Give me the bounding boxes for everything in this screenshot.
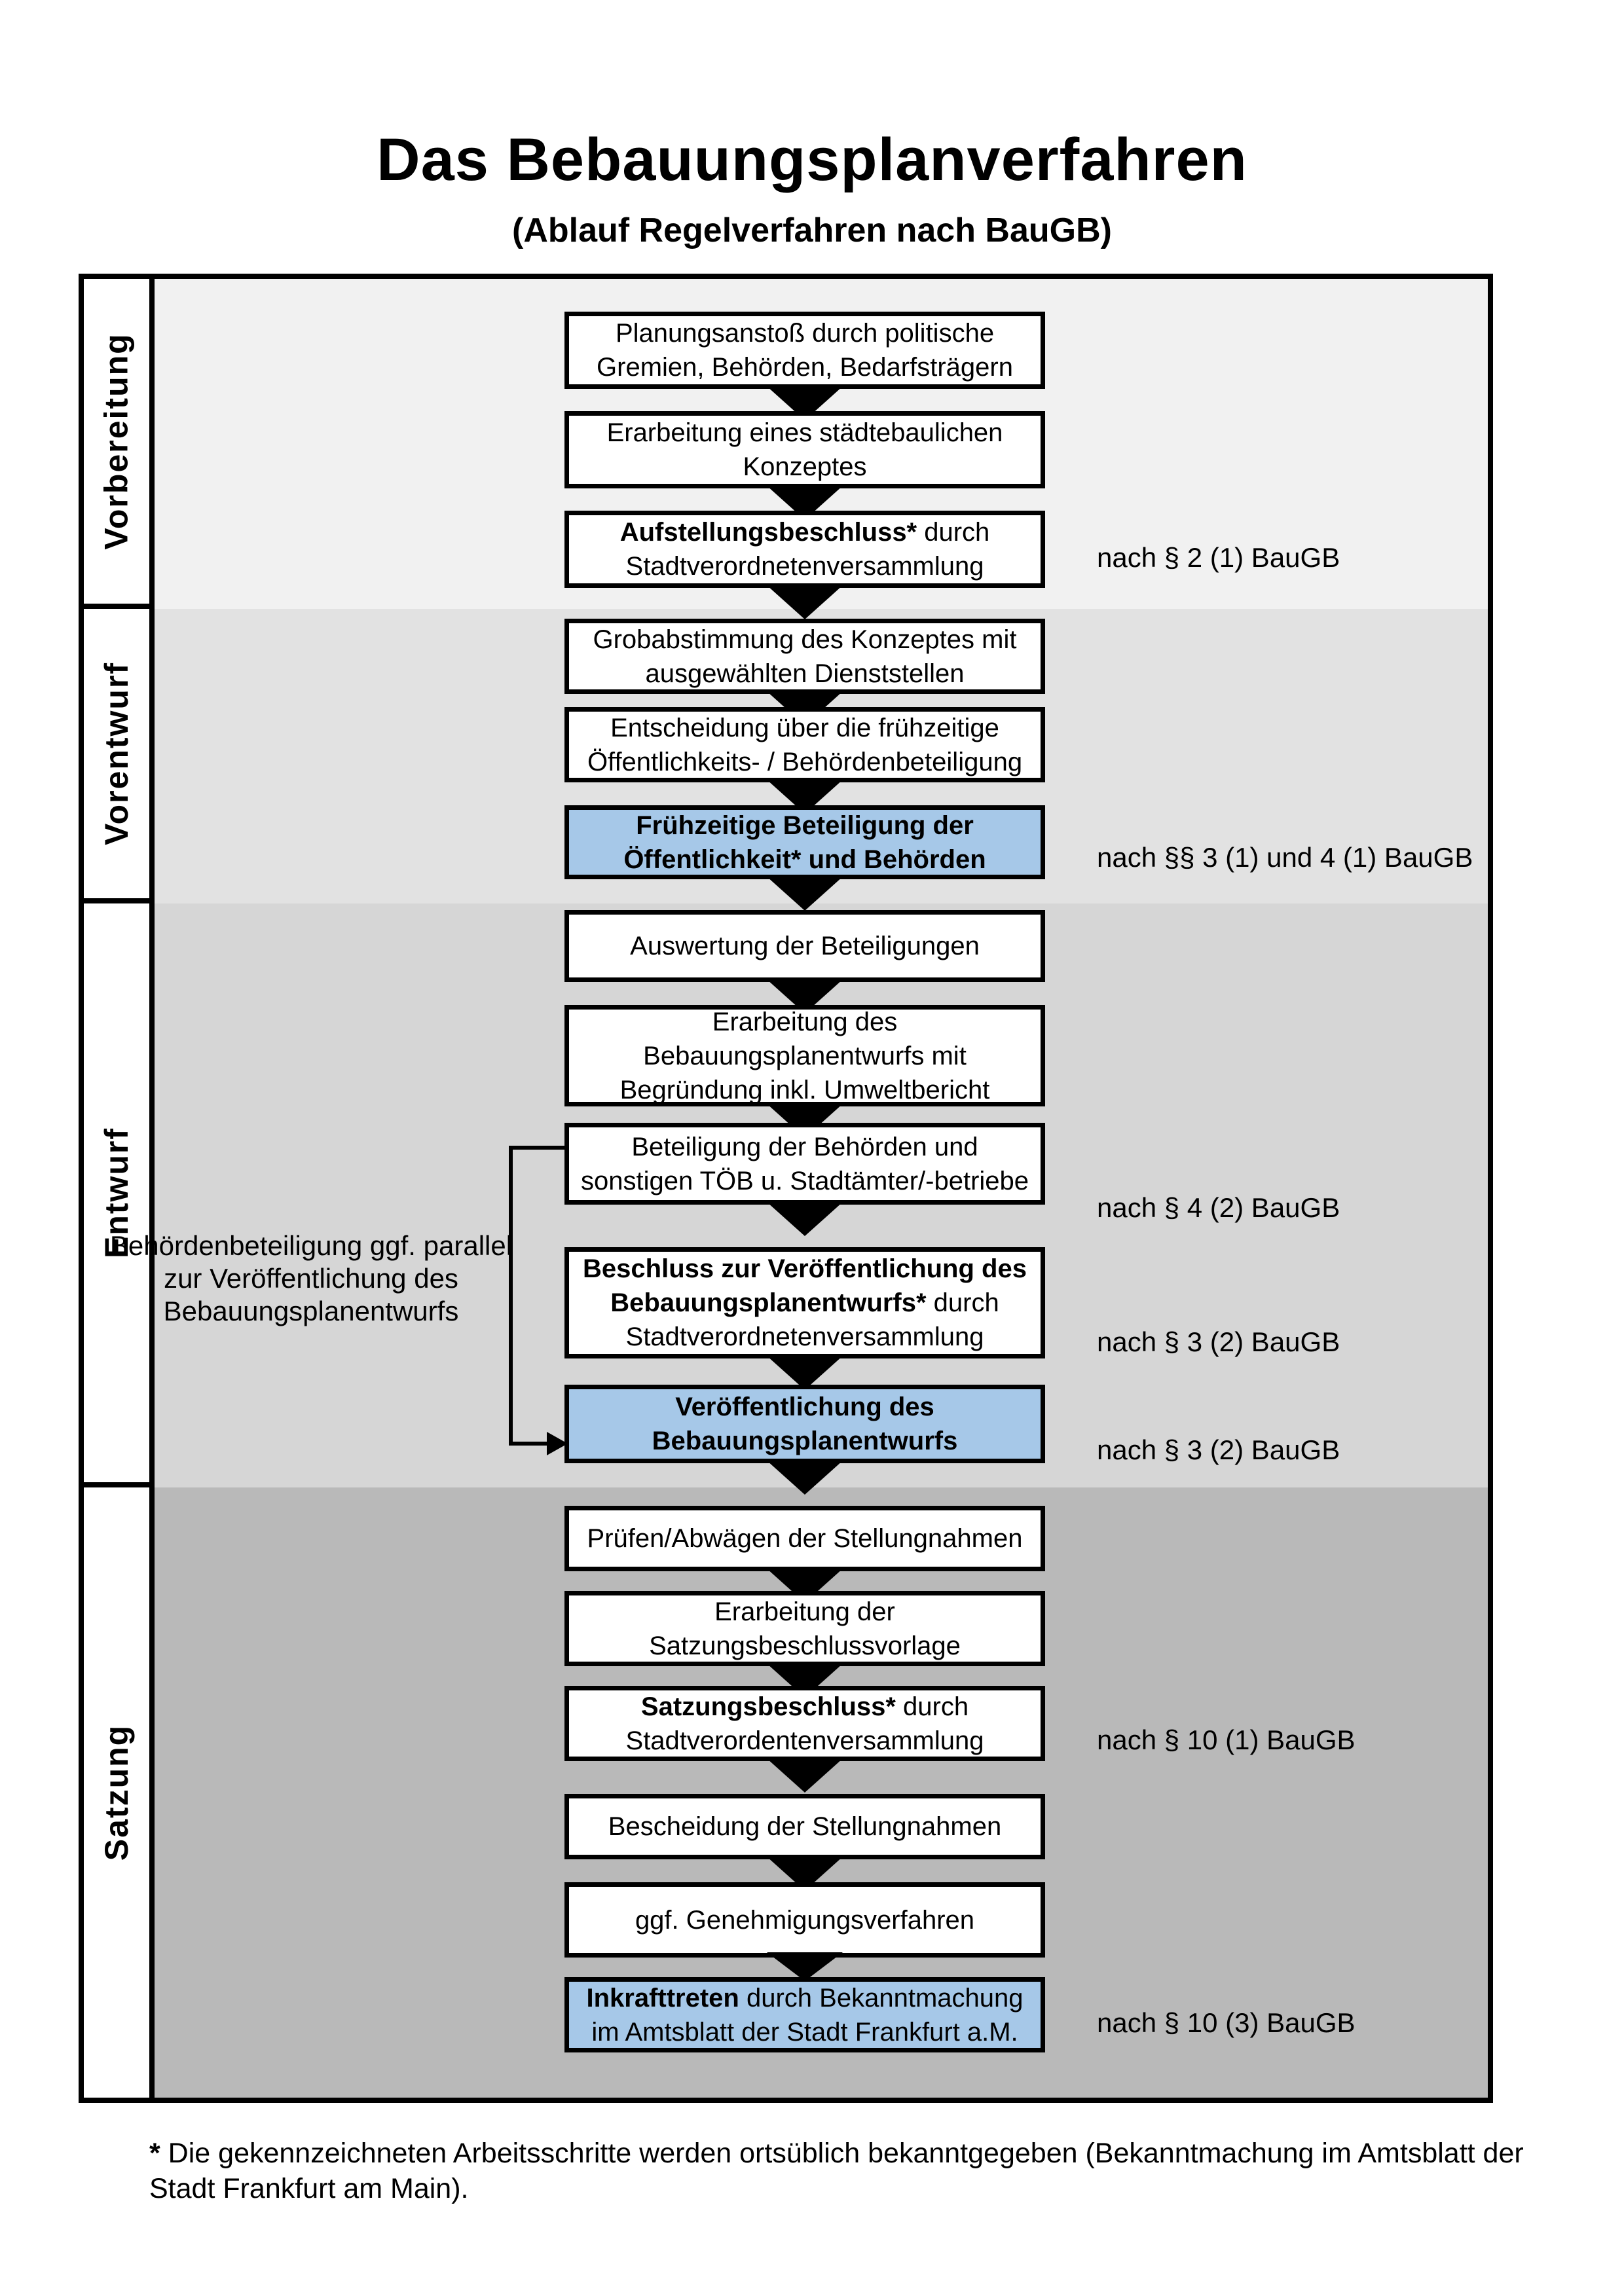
flow-box-bescheidung: Bescheidung der Stellungnahmen (564, 1794, 1045, 1859)
footnote: * Die gekennzeichneten Arbeitsschritte w… (149, 2136, 1557, 2206)
flow-box-genehmigungsverfahren: ggf. Genehmigungsverfahren (564, 1882, 1045, 1958)
box-text: Beschluss zur Veröffentlichung des Bebau… (583, 1254, 1027, 1351)
flow-box-satzungsbeschluss: Satzungsbeschluss* durch Stadtverordente… (564, 1686, 1045, 1761)
footnote-asterisk: * (149, 2138, 160, 2169)
law-annotation: nach § 10 (1) BauGB (1097, 1724, 1356, 1755)
law-annotation: nach § 10 (3) BauGB (1097, 2007, 1356, 2038)
flow-box-konzept: Erarbeitung eines städtebaulichen Konzep… (564, 411, 1045, 488)
bracket-connector-vertical (509, 1146, 513, 1446)
page-title: Das Bebauungsplanverfahren (377, 126, 1247, 193)
box-text: Auswertung der Beteiligungen (630, 932, 980, 960)
down-arrow-icon (767, 1952, 843, 1981)
law-annotation: nach § 3 (2) BauGB (1097, 1434, 1340, 1465)
box-text: Planungsanstoß durch politische Gremien,… (597, 319, 1013, 382)
flow-box-planungsanstoss: Planungsanstoß durch politische Gremien,… (564, 312, 1045, 389)
bracket-connector-top (509, 1146, 564, 1150)
flow-box-fruehzeitige-beteiligung: Frühzeitige Beteiligung der Öffentlichke… (564, 805, 1045, 879)
box-text: Bescheidung der Stellungnahmen (608, 1812, 1002, 1841)
flow-box-veroeffentlichung: Veröffentlichung des Bebauungsplanentwur… (564, 1385, 1045, 1463)
down-arrow-icon (767, 1758, 843, 1793)
phase-label-cell: Vorentwurf (84, 609, 155, 903)
right-arrow-icon (547, 1432, 568, 1455)
process-frame: Vorbereitung Vorentwurf Entwurf Satzung (79, 274, 1493, 2103)
phase-label-cell: Entwurf (84, 903, 155, 1487)
law-annotation: nach § 4 (2) BauGB (1097, 1192, 1340, 1223)
down-arrow-icon (767, 1461, 843, 1495)
flow-box-auswertung: Auswertung der Beteiligungen (564, 910, 1045, 982)
flow-box-satzungsbeschlussvorlage: Erarbeitung der Satzungsbeschlussvorlage (564, 1591, 1045, 1666)
flow-overlay: Planungsanstoß durch politische Gremien,… (84, 279, 1488, 2098)
flow-box-inkrafttreten: Inkrafttreten durch Bekanntmachung im Am… (564, 1977, 1045, 2052)
box-text: Entscheidung über die frühzeitige Öffent… (587, 713, 1023, 776)
box-text: Inkrafttreten durch Bekanntmachung im Am… (586, 1983, 1024, 2047)
box-text: Beteiligung der Behörden und sonstigen T… (580, 1132, 1029, 1195)
flow-box-pruefen-abwaegen: Prüfen/Abwägen der Stellungnahmen (564, 1506, 1045, 1571)
law-annotation: nach § 3 (2) BauGB (1097, 1326, 1340, 1357)
down-arrow-icon (767, 585, 843, 619)
down-arrow-icon (767, 1356, 843, 1390)
page-subtitle: (Ablauf Regelverfahren nach BauGB) (512, 211, 1112, 249)
box-text: Aufstellungsbeschluss* durch Stadtverord… (619, 518, 990, 581)
flow-box-beschluss-veroeffentlichung: Beschluss zur Veröffentlichung des Bebau… (564, 1247, 1045, 1358)
bracket-connector-bottom (509, 1442, 551, 1446)
footnote-text: Die gekennzeichneten Arbeitsschritte wer… (149, 2138, 1524, 2204)
box-text: Frühzeitige Beteiligung der Öffentlichke… (623, 811, 986, 874)
flow-box-grobabstimmung: Grobabstimmung des Konzeptes mit ausgewä… (564, 619, 1045, 694)
box-text: Erarbeitung eines städtebaulichen Konzep… (606, 418, 1003, 481)
flow-box-erarbeitung-entwurf: Erarbeitung des Bebauungsplanentwurfs mi… (564, 1005, 1045, 1106)
box-text: ggf. Genehmigungsverfahren (635, 1905, 975, 1935)
box-text: Veröffentlichung des Bebauungsplanentwur… (652, 1393, 958, 1455)
box-text: Grobabstimmung des Konzeptes mit ausgewä… (593, 625, 1017, 688)
phase-label-cell: Satzung (84, 1487, 155, 2098)
box-text: Erarbeitung des Bebauungsplanentwurfs mi… (619, 1007, 990, 1104)
box-text: Satzungsbeschluss* durch Stadtverordente… (625, 1692, 984, 1755)
side-note: Behördenbeteiligung ggf. parallel zur Ve… (109, 1230, 513, 1326)
flow-box-aufstellungsbeschluss: Aufstellungsbeschluss* durch Stadtverord… (564, 511, 1045, 588)
box-text: Prüfen/Abwägen der Stellungnahmen (587, 1524, 1023, 1553)
down-arrow-icon (767, 877, 843, 911)
law-annotation: nach § 2 (1) BauGB (1097, 542, 1340, 573)
phase-label-cell: Vorbereitung (84, 279, 155, 609)
box-text: Erarbeitung der Satzungsbeschlussvorlage (649, 1597, 961, 1660)
flow-box-behoerdenbeteiligung: Beteiligung der Behörden und sonstigen T… (564, 1123, 1045, 1205)
flow-box-entscheidung: Entscheidung über die frühzeitige Öffent… (564, 707, 1045, 782)
law-annotation: nach §§ 3 (1) und 4 (1) BauGB (1097, 842, 1473, 873)
down-arrow-icon (767, 1202, 843, 1236)
